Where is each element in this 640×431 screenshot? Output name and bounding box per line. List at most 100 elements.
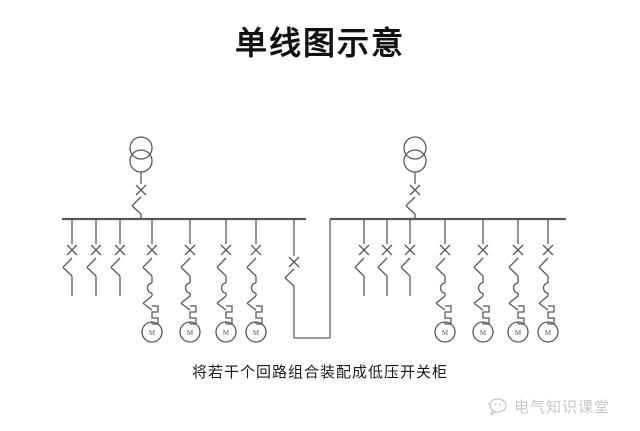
- switch-blade-icon: [354, 266, 365, 277]
- switch-blade-icon: [110, 266, 121, 277]
- transformer-two-circle-symbol: [129, 136, 153, 160]
- x-disconnect-mark-icon: [381, 244, 393, 256]
- switch-blade-icon: [473, 257, 484, 268]
- motor-circle-icon: [472, 321, 494, 343]
- motor-circle-icon: [507, 321, 529, 343]
- switch-blade-icon: [142, 266, 153, 277]
- switch-blade-icon: [246, 257, 257, 268]
- contactor-step-icon: [482, 305, 490, 325]
- switch-blade-icon: [538, 295, 549, 304]
- switch-blade-icon: [377, 257, 388, 268]
- x-disconnect-mark-icon: [477, 244, 489, 256]
- switch-blade-icon: [142, 302, 153, 311]
- feeder-right-4: M: [472, 219, 494, 343]
- switch-blade-icon: [284, 277, 295, 287]
- x-disconnect-mark-icon: [114, 244, 126, 256]
- motor-label: M: [545, 329, 552, 337]
- motor-circle-icon: [434, 321, 456, 343]
- diagram-caption: 将若干个回路组合装配成低压开关柜: [191, 365, 448, 381]
- switch-blade-icon: [538, 266, 549, 277]
- switch-blade-icon: [508, 302, 519, 311]
- feeder-left-1: [86, 219, 102, 296]
- x-disconnect-mark-icon: [439, 244, 451, 256]
- switch-blade-icon: [180, 302, 191, 311]
- switch-blade-icon: [216, 295, 227, 304]
- switch-blade-icon: [216, 266, 227, 277]
- switch-blade-icon: [435, 257, 446, 268]
- contactor-step-icon: [255, 305, 263, 325]
- current-transformer-icon: [477, 282, 484, 294]
- transformer-two-circle-symbol: [403, 149, 427, 173]
- feeder-right-6: M: [537, 219, 559, 343]
- current-transformer-icon: [250, 282, 257, 294]
- switch-blade-icon: [131, 205, 142, 215]
- watermark: 电气知识课堂: [486, 396, 610, 417]
- switch-blade-icon: [86, 266, 97, 277]
- x-disconnect-mark-icon: [288, 256, 300, 268]
- x-disconnect-mark-icon: [90, 244, 102, 256]
- switch-blade-icon: [216, 302, 227, 311]
- current-transformer-icon: [542, 282, 549, 294]
- switch-blade-icon: [435, 302, 446, 311]
- switch-blade-icon: [180, 295, 191, 304]
- switch-blade-icon: [142, 295, 153, 304]
- x-disconnect-mark-icon: [409, 184, 421, 196]
- x-disconnect-mark-icon: [184, 244, 196, 256]
- current-transformer-icon: [184, 282, 191, 294]
- x-disconnect-mark-icon: [358, 244, 370, 256]
- motor-label: M: [187, 329, 194, 337]
- switch-blade-icon: [508, 266, 519, 277]
- motor-label: M: [480, 329, 487, 337]
- switch-blade-icon: [246, 266, 257, 277]
- x-disconnect-mark-icon: [512, 244, 524, 256]
- incomer-right: [403, 136, 427, 219]
- switch-blade-icon: [284, 268, 295, 279]
- current-transformer-icon: [512, 282, 519, 294]
- switch-blade-icon: [538, 302, 549, 311]
- contactor-step-icon: [444, 305, 452, 325]
- current-transformer-icon: [439, 282, 446, 294]
- feeder-right-5: M: [507, 219, 529, 343]
- switch-blade-icon: [400, 257, 411, 268]
- feeder-right-1: [377, 219, 393, 296]
- feeder-right-3: M: [434, 219, 456, 343]
- motor-circle-icon: [141, 321, 163, 343]
- switch-blade-icon: [405, 205, 416, 215]
- motor-label: M: [149, 329, 156, 337]
- switch-blade-icon: [142, 257, 153, 268]
- switch-blade-icon: [538, 257, 549, 268]
- switch-blade-icon: [354, 257, 365, 268]
- motor-label: M: [515, 329, 522, 337]
- incomer-left: [129, 136, 153, 219]
- switch-blade-icon: [246, 295, 257, 304]
- switch-blade-icon: [110, 257, 121, 268]
- switch-blade-icon: [435, 266, 446, 277]
- x-disconnect-mark-icon: [542, 244, 554, 256]
- contactor-step-icon: [189, 305, 197, 325]
- switch-blade-icon: [435, 295, 446, 304]
- x-disconnect-mark-icon: [250, 244, 262, 256]
- speech-bubble-logo-icon: [487, 397, 507, 416]
- x-disconnect-mark-icon: [220, 244, 232, 256]
- switch-blade-icon: [180, 257, 191, 268]
- motor-circle-icon: [245, 321, 267, 343]
- feeder-left-6: M: [245, 219, 267, 343]
- feeder-left-0: [62, 219, 78, 296]
- switch-blade-icon: [180, 266, 191, 277]
- switch-blade-icon: [405, 196, 416, 207]
- switch-blade-icon: [377, 266, 388, 277]
- switch-blade-icon: [400, 266, 411, 277]
- switch-blade-icon: [131, 196, 142, 207]
- motor-label: M: [223, 329, 230, 337]
- bus-tie: [284, 219, 331, 339]
- current-transformer-icon: [220, 282, 227, 294]
- feeder-right-2: [400, 219, 416, 296]
- switch-blade-icon: [86, 257, 97, 268]
- switch-blade-icon: [473, 295, 484, 304]
- switch-blade-icon: [473, 302, 484, 311]
- switch-blade-icon: [62, 266, 73, 277]
- motor-circle-icon: [537, 321, 559, 343]
- motor-circle-icon: [215, 321, 237, 343]
